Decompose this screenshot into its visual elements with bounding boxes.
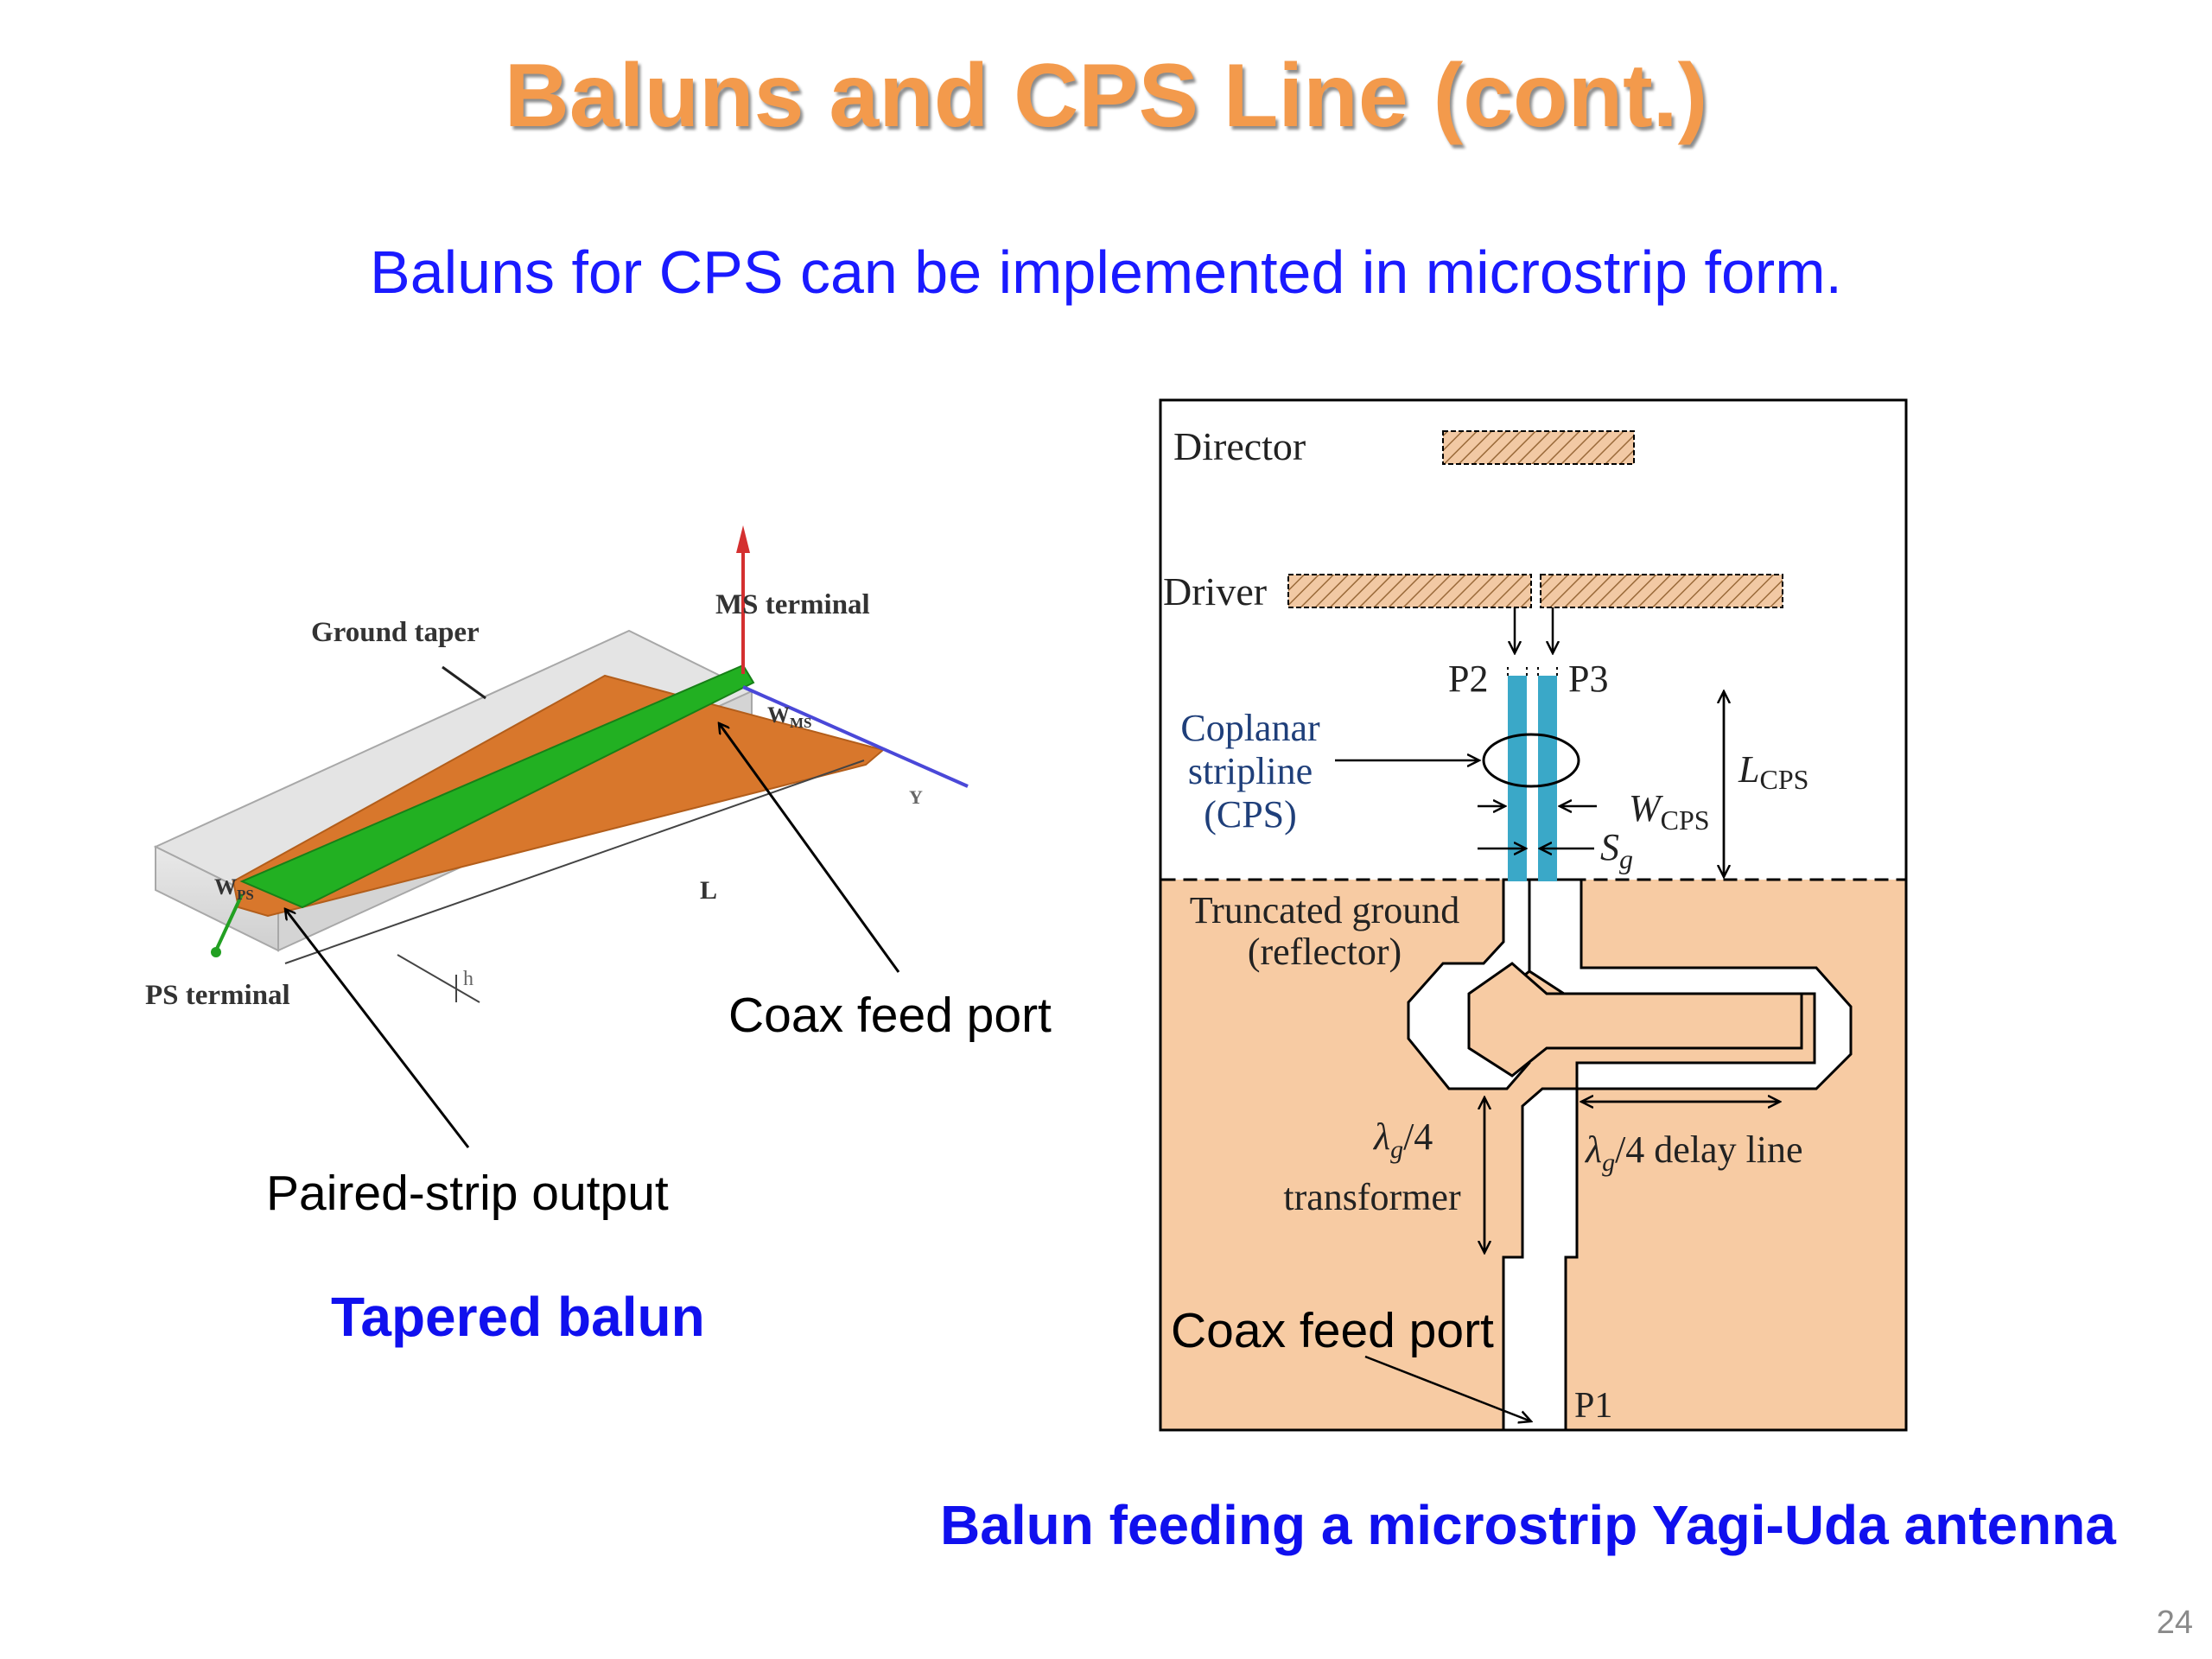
driver-left-element <box>1287 574 1532 608</box>
z-axis-arrow <box>736 525 750 553</box>
tapered-balun-caption: Tapered balun <box>331 1286 705 1348</box>
label-w-ms: WMS <box>767 702 812 731</box>
height-dimension-line <box>397 954 480 1003</box>
right-coax-feed-port-label: Coax feed port <box>1171 1303 1494 1358</box>
label-truncated-line1: Truncated ground <box>1190 889 1459 931</box>
label-cps-line2: stripline <box>1188 750 1313 792</box>
label-p2: P2 <box>1448 658 1488 700</box>
x-axis-line <box>214 893 244 951</box>
length-dimension-line <box>284 760 865 964</box>
label-height: h <box>463 968 474 990</box>
microstrip-green <box>239 664 755 909</box>
yagi-uda-caption: Balun feeding a microstrip Yagi-Uda ante… <box>940 1494 2116 1556</box>
balun-inner-ground <box>1467 962 1803 1077</box>
left-coax-feed-port-label: Coax feed port <box>728 988 1052 1043</box>
cps-strip-left <box>1508 676 1527 881</box>
label-y-axis: Y <box>909 786 923 808</box>
driver-right-element <box>1540 574 1783 608</box>
ground-taper-leader <box>442 665 486 700</box>
x-axis-dot <box>211 947 221 957</box>
paired-strip-arrow <box>285 909 470 1148</box>
tapered-balun-figure: Ground taper MS terminal WMS Y WPS L PS … <box>145 525 969 1011</box>
label-s-g: Sg <box>1600 826 1633 874</box>
label-transformer: transformer <box>1283 1176 1461 1218</box>
y-axis-line <box>742 685 969 788</box>
label-p3: P3 <box>1568 658 1608 700</box>
coax-feed-arrow-left <box>719 723 900 973</box>
label-ps-terminal: PS terminal <box>145 980 290 1011</box>
label-cps-line1: Coplanar <box>1180 707 1320 749</box>
label-truncated-line2: (reflector) <box>1248 931 1402 973</box>
coax-feed-arrow-right <box>1364 1355 1531 1421</box>
label-ground-taper: Ground taper <box>311 617 480 648</box>
paired-strip-output-label: Paired-strip output <box>266 1166 669 1221</box>
label-ms-terminal: MS terminal <box>715 589 870 620</box>
page-number: 24 <box>2156 1605 2193 1641</box>
director-element <box>1442 430 1635 465</box>
label-driver: Driver <box>1163 569 1267 613</box>
label-w-ps: WPS <box>214 874 254 903</box>
yagi-uda-balun-figure: Director Driver P2 P3 Coplanar stripline… <box>1159 398 1908 1432</box>
label-p1: P1 <box>1574 1386 1612 1426</box>
slide-title: Baluns and CPS Line (cont.) <box>504 46 1708 146</box>
label-director: Director <box>1173 424 1306 468</box>
feed-line-trace <box>1502 1087 1579 1432</box>
label-length: L <box>700 876 717 905</box>
slide-subtitle: Baluns for CPS can be implemented in mic… <box>370 238 1842 306</box>
label-delay-line: λg/4 delay line <box>1584 1128 1803 1177</box>
label-cps-line3: (CPS) <box>1204 793 1297 836</box>
cps-strip-right <box>1538 676 1557 881</box>
label-l-cps: LCPS <box>1738 748 1808 795</box>
left-annotation-arrows <box>259 691 900 1148</box>
label-transformer-lambda: λg/4 <box>1372 1116 1433 1164</box>
cps-highlight-ellipse <box>1482 733 1580 788</box>
label-w-cps: WCPS <box>1629 787 1710 836</box>
